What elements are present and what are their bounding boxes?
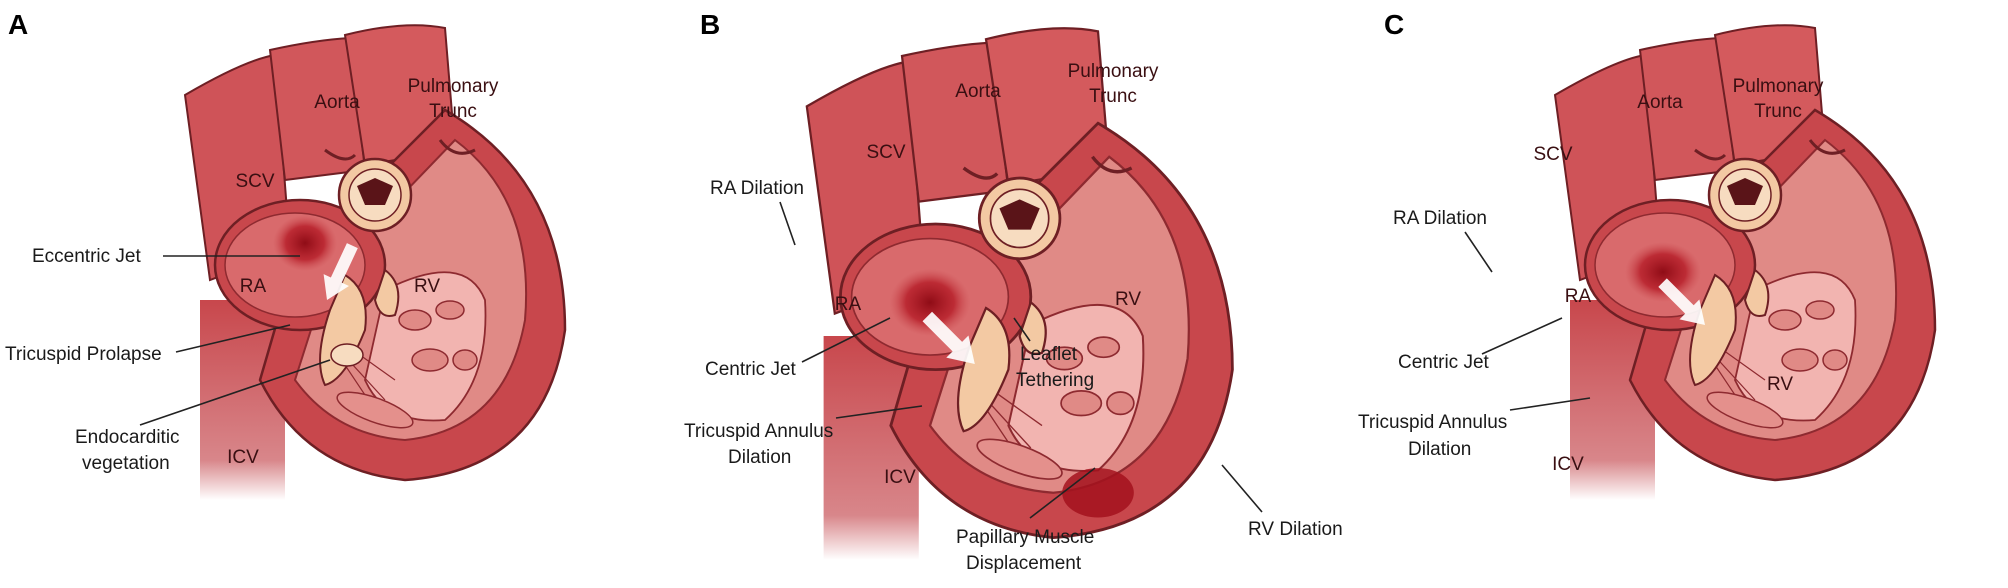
label-rv-c: RV — [1767, 374, 1793, 395]
callout-papillary-2: Displacement — [966, 553, 1082, 574]
label-rv-a: RV — [414, 276, 440, 297]
label-ra-b: RA — [835, 294, 862, 315]
callout-annulus-c-1: Tricuspid Annulus — [1358, 412, 1507, 433]
leader-papillary — [1029, 467, 1096, 519]
label-pulmonary-c-1: Pulmonary — [1733, 76, 1824, 97]
papillary-displacement-region — [1062, 468, 1134, 518]
callout-vegetation-2: vegetation — [82, 453, 170, 474]
leader-ra-dilation-b — [779, 201, 796, 246]
panel-c: C SCV Aorta Pulmonary Trunc RA RV ICV RA… — [1358, 9, 1937, 502]
callout-centric-jet-b: Centric Jet — [705, 359, 797, 380]
callout-tricuspid-prolapse: Tricuspid Prolapse — [5, 344, 162, 365]
label-pulmonary-b-2: Trunc — [1089, 86, 1137, 107]
leader-centric-jet-c — [1481, 317, 1563, 355]
eccentric-jet-region — [273, 215, 337, 271]
centric-jet-region-c — [1625, 242, 1701, 302]
callout-ra-dilation-c: RA Dilation — [1393, 208, 1487, 229]
leader-annulus-c — [1509, 397, 1591, 411]
label-pulmonary-a-1: Pulmonary — [408, 76, 499, 97]
vegetation-mass — [330, 343, 364, 367]
panel-letter-b: B — [700, 9, 720, 40]
leader-centric-jet-b — [801, 317, 891, 363]
label-pulmonary-c-2: Trunc — [1754, 101, 1802, 122]
callout-annulus-b-1: Tricuspid Annulus — [684, 421, 833, 442]
label-scv-c: SCV — [1533, 144, 1572, 165]
leader-tricuspid-prolapse — [175, 324, 291, 353]
label-icv-b: ICV — [884, 467, 916, 488]
label-ra-c: RA — [1565, 286, 1592, 307]
label-ra-a: RA — [240, 276, 267, 297]
leader-rv-dilation — [1221, 464, 1263, 513]
label-pulmonary-b-1: Pulmonary — [1068, 61, 1159, 82]
label-aorta-b: Aorta — [955, 81, 1001, 102]
callout-eccentric-jet: Eccentric Jet — [32, 246, 141, 267]
callout-ra-dilation-b: RA Dilation — [710, 178, 804, 199]
heart-illustration-a: SCV Aorta Pulmonary Trunc RA RV ICV — [183, 23, 567, 502]
callout-annulus-b-2: Dilation — [728, 447, 791, 468]
label-scv-b: SCV — [866, 142, 905, 163]
heart-illustration-c — [1553, 23, 1937, 502]
callout-tethering-2: Tethering — [1016, 370, 1094, 391]
callout-rv-dilation: RV Dilation — [1248, 519, 1343, 540]
callout-tethering-1: Leaflet — [1020, 344, 1078, 365]
label-icv-c: ICV — [1552, 454, 1584, 475]
centric-jet-region-b — [889, 268, 971, 336]
callout-papillary-1: Papillary Muscle — [956, 527, 1094, 548]
leader-vegetation — [139, 359, 331, 426]
panel-letter-a: A — [8, 9, 28, 40]
heart-illustration-b — [805, 26, 1235, 562]
callout-annulus-c-2: Dilation — [1408, 439, 1471, 460]
label-icv-a: ICV — [227, 447, 259, 468]
leader-ra-dilation-c — [1464, 231, 1493, 273]
label-pulmonary-a-2: Trunc — [429, 101, 477, 122]
leader-annulus-b — [835, 405, 923, 419]
label-aorta-a: Aorta — [314, 92, 360, 113]
callout-centric-jet-c: Centric Jet — [1398, 352, 1490, 373]
panel-b: B SCV Aorta Pulmonary Trunc RA RV ICV RA… — [684, 9, 1343, 574]
panel-a: A SCV Aorta Pulmonary Trunc RA RV ICV Ec… — [5, 9, 567, 502]
callout-vegetation-1: Endocarditic — [75, 427, 180, 448]
label-rv-b: RV — [1115, 289, 1141, 310]
leader-tethering — [1013, 317, 1031, 342]
label-scv-a: SCV — [235, 171, 274, 192]
label-aorta-c: Aorta — [1637, 92, 1683, 113]
panel-letter-c: C — [1384, 9, 1404, 40]
